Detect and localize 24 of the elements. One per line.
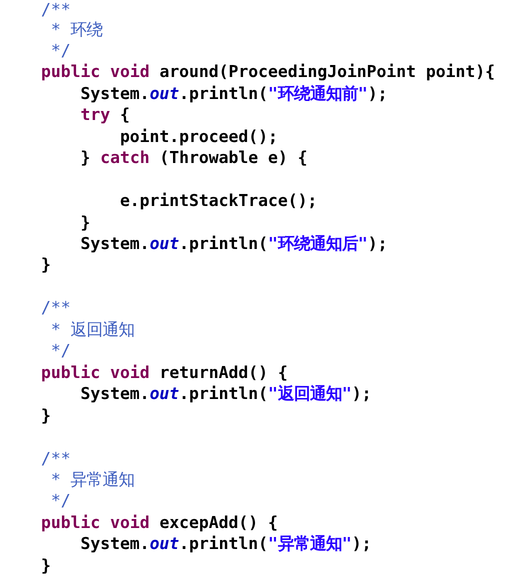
code-comment: /** <box>41 449 71 469</box>
code-line: public void around(ProceedingJoinPoint point){ <box>41 62 495 82</box>
code-line: public void excepAdd() { <box>41 513 278 533</box>
code-line: e.printStackTrace(); <box>118 191 318 211</box>
code-line: } catch (Throwable e) { <box>79 148 308 168</box>
code-comment: * 返回通知 <box>50 320 135 340</box>
code-line: point.proceed(); <box>118 127 278 147</box>
code-line: System.out.println("环绕通知前"); <box>79 84 388 104</box>
code-comment: */ <box>50 41 71 61</box>
code-line: System.out.println("异常通知"); <box>79 534 372 554</box>
code-line: try { <box>79 105 130 125</box>
code-comment: * 环绕 <box>50 20 103 40</box>
code-comment: * 异常通知 <box>50 470 135 490</box>
code-line: System.out.println("环绕通知后"); <box>79 234 388 254</box>
code-comment: */ <box>50 341 71 361</box>
code-line: } <box>41 255 51 275</box>
code-comment: /** <box>41 0 71 20</box>
code-line: System.out.println("返回通知"); <box>79 384 372 404</box>
code-line: } <box>41 406 51 426</box>
code-comment: /** <box>41 298 71 318</box>
code-comment: */ <box>50 491 71 511</box>
code-line: public void returnAdd() { <box>41 363 288 383</box>
code-line: } <box>79 213 90 233</box>
code-line: } <box>41 556 51 576</box>
